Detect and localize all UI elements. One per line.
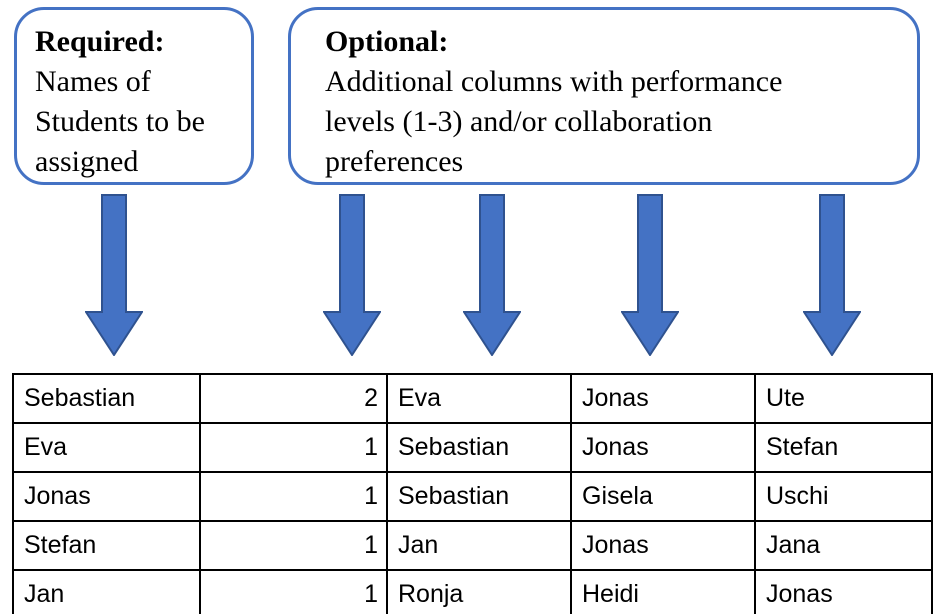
- down-arrow-icon: [621, 194, 679, 356]
- table-cell-performance-level: 1: [199, 422, 388, 473]
- table-cell-student-name: Stefan: [12, 520, 201, 571]
- table-cell-preference: Jonas: [570, 422, 756, 473]
- student-table: Sebastian 2 Eva Jonas Ute Eva 1 Sebastia…: [12, 373, 933, 614]
- table-cell-preference: Jonas: [754, 569, 933, 614]
- callout-optional-body: Additional columns with performance leve…: [325, 65, 783, 178]
- table-cell-preference: Stefan: [754, 422, 933, 473]
- table-cell-preference: Heidi: [570, 569, 756, 614]
- table-cell-preference: Jonas: [570, 373, 756, 424]
- table-cell-student-name: Jan: [12, 569, 201, 614]
- table-row: Eva 1 Sebastian Jonas Stefan: [12, 422, 933, 473]
- student-table-container: Sebastian 2 Eva Jonas Ute Eva 1 Sebastia…: [12, 373, 933, 614]
- table-cell-preference: Sebastian: [386, 422, 572, 473]
- table-cell-student-name: Jonas: [12, 471, 201, 522]
- table-cell-performance-level: 1: [199, 471, 388, 522]
- down-arrow-icon: [803, 194, 861, 356]
- callout-optional-title: Optional:: [325, 25, 449, 58]
- table-row: Jan 1 Ronja Heidi Jonas: [12, 569, 933, 614]
- table-cell-preference: Jana: [754, 520, 933, 571]
- table-cell-student-name: Sebastian: [12, 373, 201, 424]
- table-cell-preference: Jan: [386, 520, 572, 571]
- table-row: Sebastian 2 Eva Jonas Ute: [12, 373, 933, 424]
- callout-optional: Optional: Additional columns with perfor…: [288, 7, 920, 185]
- table-row: Jonas 1 Sebastian Gisela Uschi: [12, 471, 933, 522]
- table-cell-preference: Eva: [386, 373, 572, 424]
- table-cell-student-name: Eva: [12, 422, 201, 473]
- callout-required: Required: Names of Students to be assign…: [14, 7, 254, 185]
- down-arrow-icon: [463, 194, 521, 356]
- table-cell-preference: Ute: [754, 373, 933, 424]
- callout-required-title: Required:: [35, 25, 165, 58]
- table-cell-preference: Jonas: [570, 520, 756, 571]
- down-arrow-icon: [323, 194, 381, 356]
- down-arrow-icon: [85, 194, 143, 356]
- table-cell-preference: Gisela: [570, 471, 756, 522]
- table-cell-preference: Uschi: [754, 471, 933, 522]
- table-cell-performance-level: 2: [199, 373, 388, 424]
- table-cell-performance-level: 1: [199, 569, 388, 614]
- table-row: Stefan 1 Jan Jonas Jana: [12, 520, 933, 571]
- table-cell-preference: Ronja: [386, 569, 572, 614]
- table-cell-performance-level: 1: [199, 520, 388, 571]
- table-cell-preference: Sebastian: [386, 471, 572, 522]
- callout-required-body: Names of Students to be assigned: [35, 65, 205, 178]
